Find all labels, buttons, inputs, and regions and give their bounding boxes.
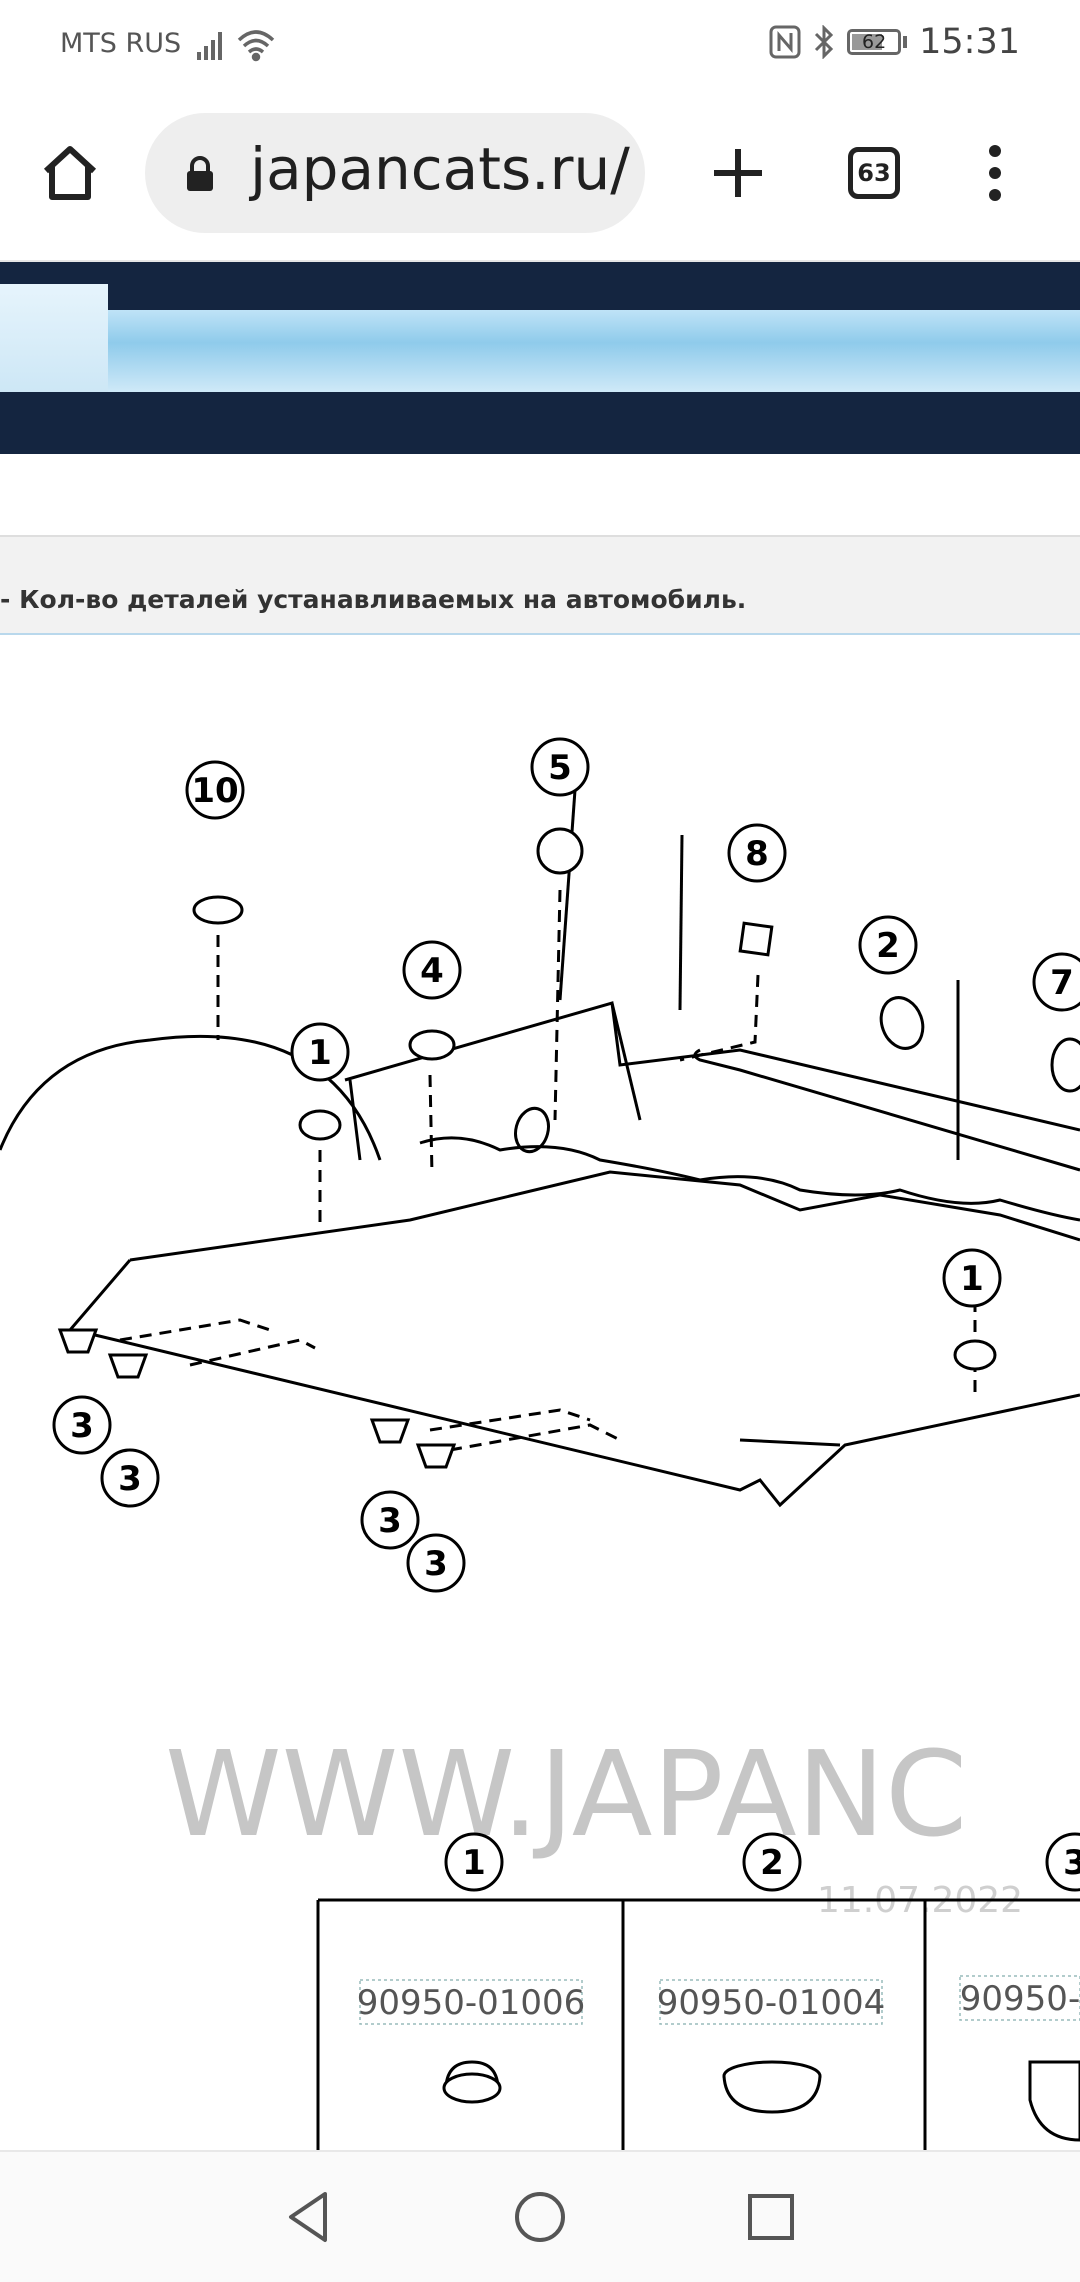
recents-icon[interactable] <box>746 2192 796 2242</box>
wheel-arch <box>0 1034 382 1161</box>
bluetooth-icon <box>815 25 834 59</box>
svg-text:1: 1 <box>462 1843 486 1883</box>
callout-1b: 1 <box>942 1248 1002 1308</box>
svg-text:3: 3 <box>378 1501 402 1541</box>
url-text[interactable]: japancats.ru/ <box>250 135 630 203</box>
browser-toolbar: japancats.ru/ 63 <box>0 95 1080 263</box>
svg-text:4: 4 <box>420 951 444 991</box>
plug-10-icon <box>192 895 244 925</box>
plug-7-icon <box>1050 1037 1080 1093</box>
signal-icon <box>197 32 222 60</box>
svg-text:3: 3 <box>70 1406 94 1446</box>
nfc-icon <box>769 25 801 59</box>
svg-text:1: 1 <box>960 1259 984 1299</box>
plus-icon[interactable] <box>710 145 766 201</box>
site-header-banner <box>0 262 1080 454</box>
callout-7: 7 <box>1032 952 1080 1012</box>
watermark: WWW.JAPANC <box>165 1725 967 1863</box>
callout-5: 5 <box>530 737 590 797</box>
svg-text:2: 2 <box>760 1843 784 1883</box>
svg-text:10: 10 <box>191 771 238 811</box>
part-number-1[interactable]: 90950-01006 <box>357 1983 586 2023</box>
clip-3a-icon <box>57 1328 99 1354</box>
clock: 15:31 <box>919 22 1020 62</box>
table-header-3: 3 <box>1045 1832 1080 1892</box>
svg-text:1: 1 <box>308 1033 332 1073</box>
callout-4: 4 <box>402 940 462 1000</box>
legend-note: - Кол-во деталей устанавливаемых на авто… <box>0 585 747 614</box>
back-icon[interactable] <box>285 2190 333 2244</box>
svg-text:7: 7 <box>1050 963 1074 1003</box>
clip-3d-icon <box>415 1443 457 1469</box>
callout-3c: 3 <box>360 1490 420 1550</box>
system-nav-bar <box>0 2150 1080 2282</box>
callout-3d: 3 <box>406 1533 466 1593</box>
address-bar[interactable]: japancats.ru/ <box>145 113 645 233</box>
carrier-label: MTS RUS <box>60 28 182 59</box>
part-number-2[interactable]: 90950-01004 <box>657 1983 886 2023</box>
plug-4-icon <box>408 1029 456 1061</box>
plug-1b-icon <box>953 1339 997 1371</box>
part-number-3[interactable]: 90950- <box>960 1979 1080 2019</box>
table-header-1: 1 <box>444 1832 504 1892</box>
svg-text:3: 3 <box>118 1459 142 1499</box>
battery-icon: 62 <box>847 29 902 55</box>
callout-8: 8 <box>727 823 787 883</box>
home-icon[interactable] <box>40 143 100 203</box>
home-circle-icon[interactable] <box>513 2190 567 2244</box>
table-header-2: 2 <box>742 1832 802 1892</box>
legend-bar: - Кол-во деталей устанавливаемых на авто… <box>0 535 1080 635</box>
signal-wifi-icons <box>197 30 275 62</box>
callout-10: 10 <box>185 760 245 820</box>
wifi-icon <box>237 30 275 62</box>
lock-icon <box>187 156 213 191</box>
svg-text:3: 3 <box>424 1544 448 1584</box>
callout-2: 2 <box>858 915 918 975</box>
svg-text:5: 5 <box>548 748 572 788</box>
clip-3c-icon <box>369 1418 411 1444</box>
tabs-icon[interactable]: 63 <box>848 147 900 199</box>
clip-3b-icon <box>107 1353 149 1379</box>
svg-text:3: 3 <box>1063 1843 1080 1883</box>
callout-3b: 3 <box>100 1448 160 1508</box>
callout-1a: 1 <box>290 1022 350 1082</box>
more-vert-icon[interactable] <box>985 143 1005 203</box>
plug-1-icon <box>298 1109 342 1141</box>
parts-diagram: 10 5 8 2 7 4 1 1 3 3 3 3 WWW.JAPANC 1 2 … <box>0 737 1080 2150</box>
svg-text:8: 8 <box>745 834 769 874</box>
plug-2-icon <box>879 996 925 1050</box>
grommet-5-icon <box>536 827 584 875</box>
svg-text:2: 2 <box>876 926 900 966</box>
status-bar: MTS RUS 62 15:31 <box>0 0 1080 95</box>
callout-3a: 3 <box>52 1395 112 1455</box>
